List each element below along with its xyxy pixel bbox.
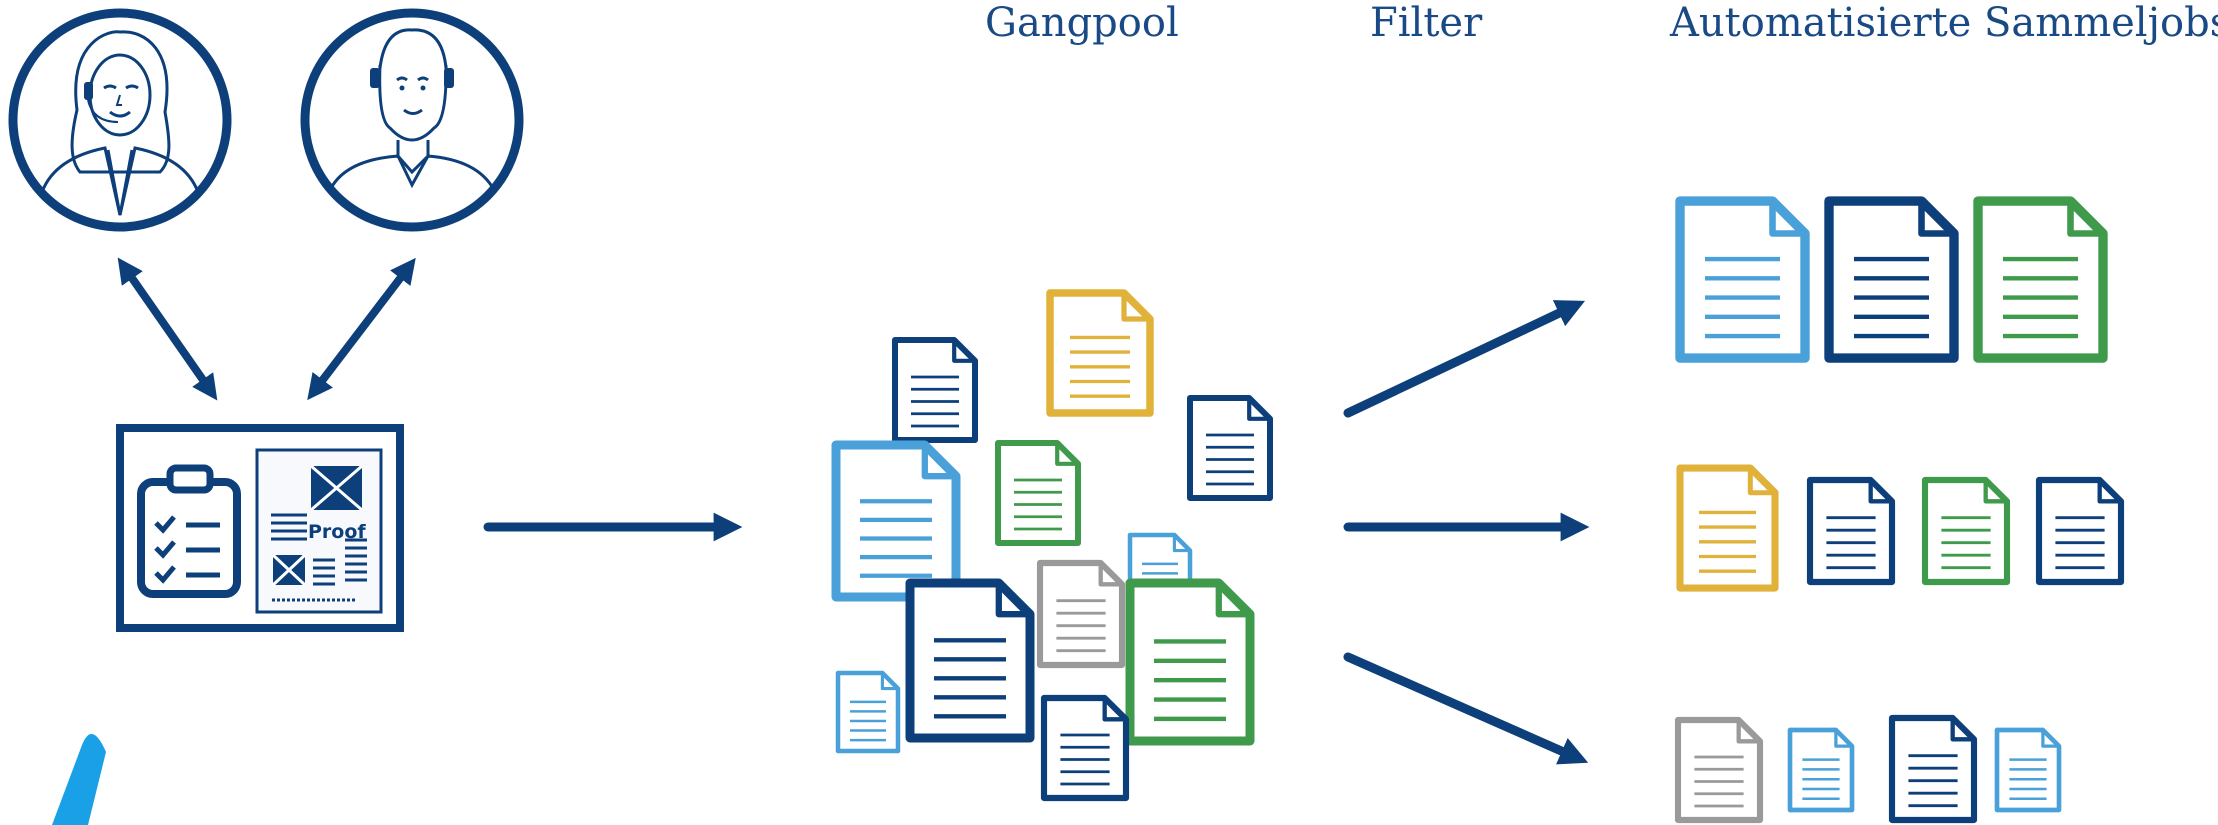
sammeljob-document-icon bbox=[1675, 196, 1810, 363]
sammeljob-document-icon bbox=[1994, 727, 2062, 813]
male-operator-avatar-icon bbox=[300, 8, 524, 232]
filter-arrow-lower bbox=[1343, 652, 1589, 765]
sammeljob-document-icon bbox=[1824, 196, 1959, 363]
gangpool-document-icon bbox=[1125, 578, 1255, 746]
female-operator-avatar-icon bbox=[8, 8, 232, 232]
proof-board: Proof bbox=[116, 424, 404, 632]
filter-arrow-upper bbox=[1343, 300, 1586, 418]
sammeljob-document-icon bbox=[1806, 476, 1896, 586]
gangpool-document-icon bbox=[892, 337, 978, 443]
gangpool-document-icon bbox=[1046, 289, 1154, 417]
sammeljob-document-icon bbox=[1787, 727, 1855, 813]
document-layer bbox=[831, 196, 2125, 824]
gangpool-document-icon bbox=[835, 670, 901, 754]
proof-label: Proof bbox=[308, 521, 366, 543]
header-sammeljobs: Automatisierte Sammeljobs bbox=[1670, 0, 2218, 46]
checklist-clipboard-icon bbox=[137, 464, 241, 598]
sammeljob-document-icon bbox=[1973, 196, 2108, 363]
gangpool-document-icon bbox=[1187, 395, 1273, 501]
gangpool-document-icon bbox=[831, 440, 961, 602]
gangpool-document-icon bbox=[1040, 694, 1130, 802]
sammeljob-document-icon bbox=[1921, 476, 2011, 586]
proof-sheet-icon: Proof bbox=[255, 448, 383, 614]
header-gangpool: Gangpool bbox=[985, 0, 1179, 46]
gangpool-document-icon bbox=[995, 440, 1081, 546]
header-filter: Filter bbox=[1370, 0, 1483, 46]
double-arrow-left bbox=[117, 257, 218, 401]
sammeljob-document-icon bbox=[1888, 714, 1978, 824]
sammeljob-document-icon bbox=[2035, 476, 2125, 586]
sammeljob-document-icon bbox=[1676, 464, 1779, 592]
sammeljob-document-icon bbox=[1674, 716, 1764, 824]
double-arrow-right bbox=[307, 257, 416, 401]
brush-accent bbox=[52, 734, 106, 825]
gangpool-document-icon bbox=[1036, 559, 1126, 669]
gangpool-document-icon bbox=[905, 578, 1035, 743]
